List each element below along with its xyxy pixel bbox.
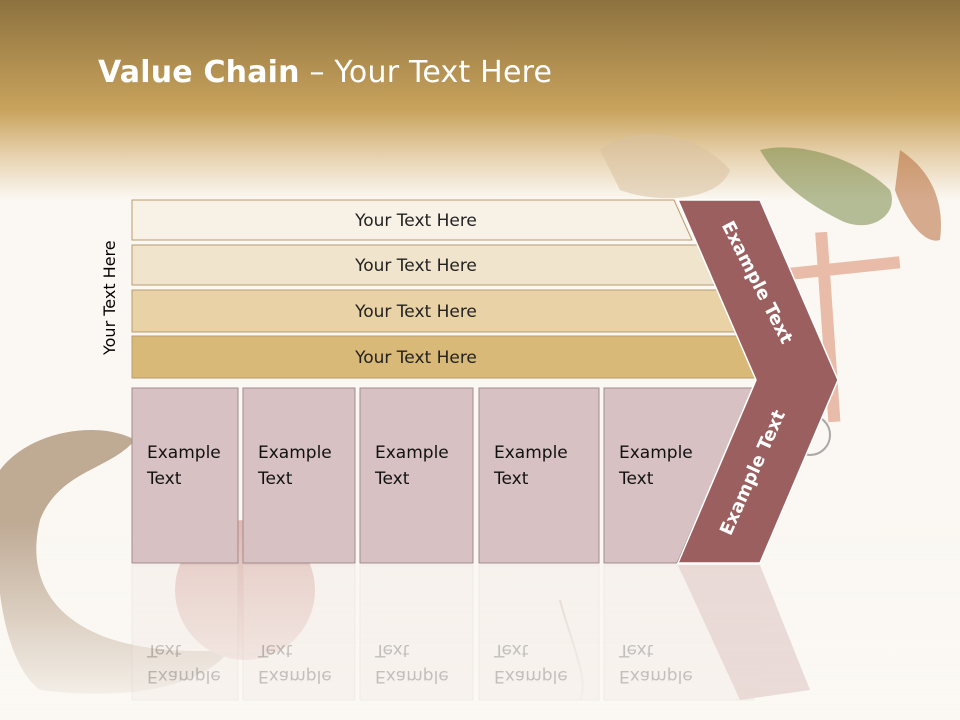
example-box-reflection-text1: Text [257, 640, 293, 660]
example-box [131, 387, 239, 564]
example-box-reflection-text1: Text [146, 640, 182, 660]
example-box-line2: Text [618, 469, 654, 489]
row-label: Your Text Here [354, 302, 477, 322]
example-box-reflection [131, 564, 239, 701]
example-box [603, 387, 755, 564]
example-box-reflection-text2: Example [147, 666, 221, 686]
example-box-reflection-text1: Text [374, 640, 410, 660]
example-box [242, 387, 356, 564]
example-box-reflection-text2: Example [258, 666, 332, 686]
row-label: Your Text Here [354, 256, 477, 276]
example-box-reflection [478, 564, 600, 701]
example-box-line1: Example [619, 443, 693, 463]
example-box-line2: Text [146, 469, 182, 489]
page-title: Value Chain – Your Text Here [98, 55, 552, 90]
row-label: Your Text Here [354, 348, 477, 368]
example-box-reflection-text2: Example [619, 666, 693, 686]
example-box-reflection-text2: Example [494, 666, 568, 686]
chevron-reflection [678, 565, 810, 700]
example-box-line1: Example [375, 443, 449, 463]
example-box-line2: Text [374, 469, 410, 489]
example-box-reflection-text2: Example [375, 666, 449, 686]
row-label: Your Text Here [354, 211, 477, 231]
example-box-line2: Text [493, 469, 529, 489]
example-box-line1: Example [258, 443, 332, 463]
example-box-reflection [603, 564, 755, 701]
example-box [359, 387, 474, 564]
example-box-reflection [242, 564, 356, 701]
row-band [131, 199, 693, 241]
page-title-rest: – Your Text Here [299, 55, 553, 90]
example-box-line1: Example [494, 443, 568, 463]
example-box [478, 387, 600, 564]
example-box-reflection-text1: Text [493, 640, 529, 660]
example-box-line2: Text [257, 469, 293, 489]
example-box-reflection-text1: Text [618, 640, 654, 660]
example-box-reflection [359, 564, 474, 701]
example-box-line1: Example [147, 443, 221, 463]
chevron-group: Example Text Example Text [676, 199, 839, 564]
page-title-bold: Value Chain [98, 55, 300, 90]
chevron-arrow [676, 199, 839, 564]
